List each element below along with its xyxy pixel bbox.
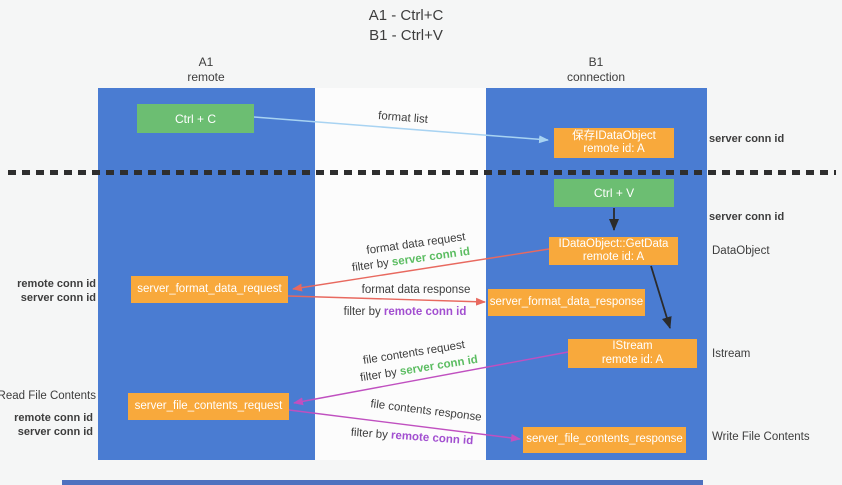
arrow-getdata-to-istream bbox=[650, 265, 672, 329]
box-istream: IStream remote id: A bbox=[568, 339, 697, 368]
box-format-request-label: server_format_data_request bbox=[137, 282, 282, 295]
annotation-server-conn-id-format: server conn id bbox=[20, 292, 96, 304]
box-server-file-contents-request: server_file_contents_request bbox=[128, 393, 289, 420]
box-ctrl-v-label: Ctrl + V bbox=[593, 186, 635, 200]
box-save-idataobject-line2: remote id: A bbox=[583, 143, 645, 155]
box-file-response-label: server_file_contents_response bbox=[526, 433, 683, 446]
filter-by-text: filter by bbox=[343, 306, 384, 318]
box-ctrl-c: Ctrl + C bbox=[137, 104, 254, 133]
lifeline-header-b1: B1 connection bbox=[567, 55, 625, 85]
remote-conn-id-text: remote conn id bbox=[383, 306, 467, 318]
box-getdata-line2: remote id: A bbox=[582, 251, 645, 263]
box-server-format-data-request: server_format_data_request bbox=[131, 276, 288, 303]
lifeline-header-a1: A1 remote bbox=[187, 55, 224, 85]
lifeline-b1-name: B1 bbox=[588, 55, 604, 69]
annotation-remote-conn-id-format: remote conn id bbox=[17, 278, 96, 290]
box-getdata-line1: IDataObject::GetData bbox=[558, 237, 669, 250]
bottom-window-sliver bbox=[62, 480, 703, 485]
box-save-idataobject: 保存IDataObject remote id: A bbox=[554, 128, 674, 158]
arrow-file-contents-response bbox=[288, 409, 521, 442]
title-line-a1: A1 - Ctrl+C bbox=[368, 7, 444, 24]
arrow-format-data-request bbox=[292, 248, 550, 292]
arrow-file-contents-request bbox=[293, 351, 569, 406]
annotation-server-conn-id-file: server conn id bbox=[17, 426, 93, 438]
annotation-server-conn-id-mid: server conn id bbox=[709, 211, 785, 223]
dotted-separator bbox=[8, 170, 836, 175]
box-idataobject-getdata: IDataObject::GetData remote id: A bbox=[549, 237, 678, 265]
box-istream-line2: remote id: A bbox=[601, 353, 664, 366]
annotation-server-conn-id-top: server conn id bbox=[709, 133, 785, 145]
annotation-dataobject: DataObject bbox=[712, 245, 770, 257]
annotation-write-file-contents: Write File Contents bbox=[712, 431, 810, 443]
box-save-idataobject-line1: 保存IDataObject bbox=[572, 129, 656, 142]
lifeline-b1-role: connection bbox=[566, 70, 626, 84]
box-server-format-data-response: server_format_data_response bbox=[488, 289, 645, 316]
lifeline-a1-name: A1 bbox=[198, 55, 214, 69]
title-line-b1: B1 - Ctrl+V bbox=[369, 27, 443, 44]
middle-message-strip bbox=[315, 88, 486, 460]
arrow-format-list bbox=[253, 116, 549, 144]
diagram-title: A1 - Ctrl+C B1 - Ctrl+V bbox=[369, 6, 444, 46]
lifeline-a1-role: remote bbox=[187, 70, 225, 84]
box-file-request-label: server_file_contents_request bbox=[134, 399, 283, 412]
arrow-format-data-response bbox=[287, 295, 486, 306]
box-server-file-contents-response: server_file_contents_response bbox=[523, 427, 686, 453]
box-ctrl-v: Ctrl + V bbox=[554, 179, 674, 207]
annotation-read-file-contents: Read File Contents bbox=[0, 390, 96, 402]
annotation-remote-conn-id-file: remote conn id bbox=[14, 412, 93, 424]
box-format-response-label: server_format_data_response bbox=[489, 295, 644, 308]
label-format-data-response: format data response bbox=[361, 284, 471, 296]
label-filter-remote-conn-format: filter by remote conn id bbox=[344, 306, 467, 318]
annotation-istream: Istream bbox=[712, 348, 751, 360]
box-ctrl-c-label: Ctrl + C bbox=[174, 111, 216, 126]
box-istream-line1: IStream bbox=[612, 340, 653, 352]
